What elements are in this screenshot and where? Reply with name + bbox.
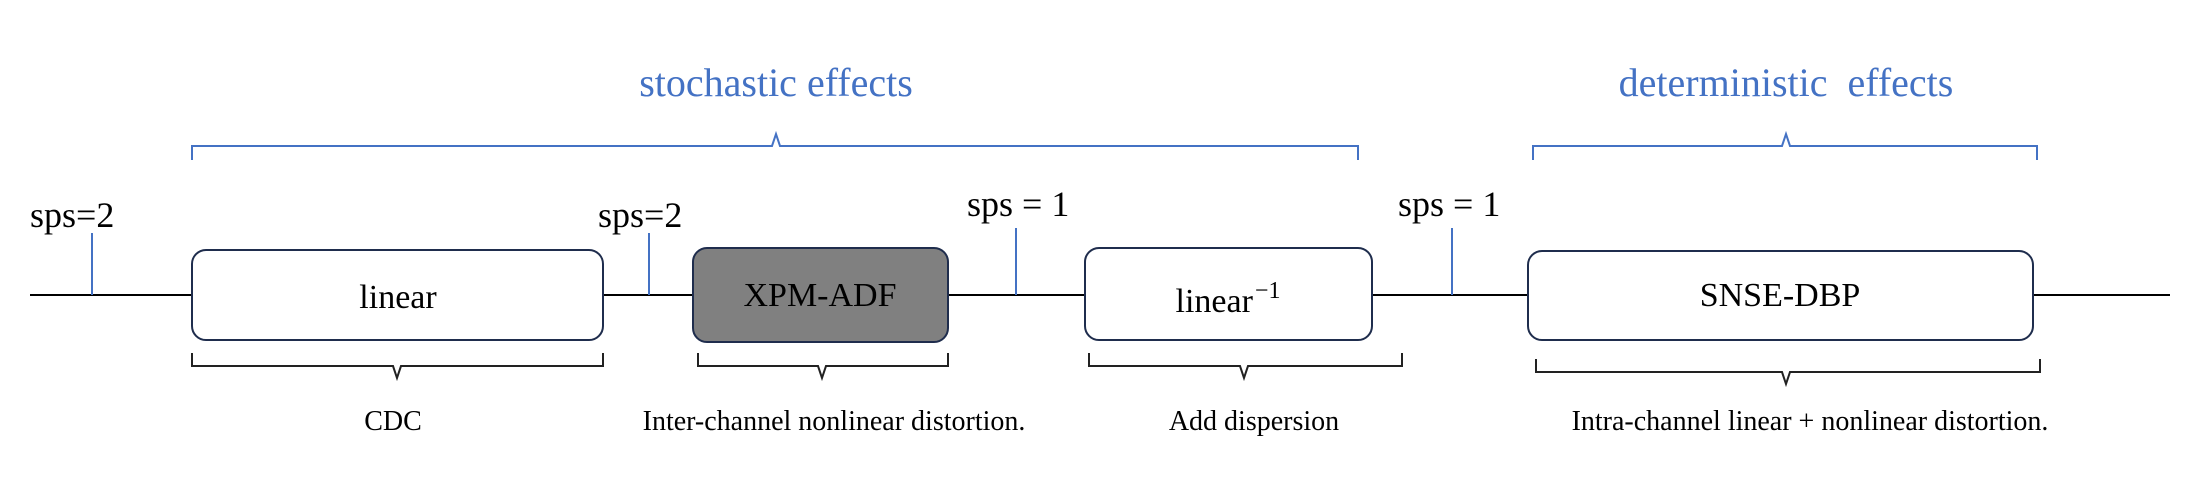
inter-channel-brace xyxy=(697,353,949,382)
intra-channel-brace xyxy=(1535,359,2041,388)
sps-label-4: sps = 1 xyxy=(1398,184,1501,224)
stochastic-effects-label: stochastic effects xyxy=(639,60,913,105)
cdc-caption: CDC xyxy=(364,406,422,437)
linear-block xyxy=(191,249,604,341)
stochastic-brace xyxy=(191,130,1359,160)
intra-channel-caption: Intra-channel linear + nonlinear distort… xyxy=(1571,406,2049,437)
deterministic-brace xyxy=(1532,130,2038,160)
add-dispersion-caption: Add dispersion xyxy=(1168,406,1340,437)
linear-inverse-block-label: linear−1 xyxy=(1175,278,1281,320)
xpm-adf-block xyxy=(692,247,949,343)
linear-block-label: linear xyxy=(359,279,437,316)
snse-dbp-block xyxy=(1527,250,2034,341)
sps-label-3: sps = 1 xyxy=(967,184,1070,224)
inverse-superscript: −1 xyxy=(1254,278,1281,304)
deterministic-effects-label: deterministic effects xyxy=(1618,60,1954,105)
sps-label-2: sps=2 xyxy=(598,195,683,235)
xpm-adf-block-label: XPM-ADF xyxy=(743,277,897,314)
inter-channel-caption: Inter-channel nonlinear distortion. xyxy=(642,406,1026,437)
snse-dbp-block-label: SNSE-DBP xyxy=(1699,277,1861,314)
add-dispersion-brace xyxy=(1088,353,1403,382)
sps-label-1: sps=2 xyxy=(30,195,115,235)
cdc-brace xyxy=(191,353,604,382)
linear-inverse-block xyxy=(1084,247,1373,341)
